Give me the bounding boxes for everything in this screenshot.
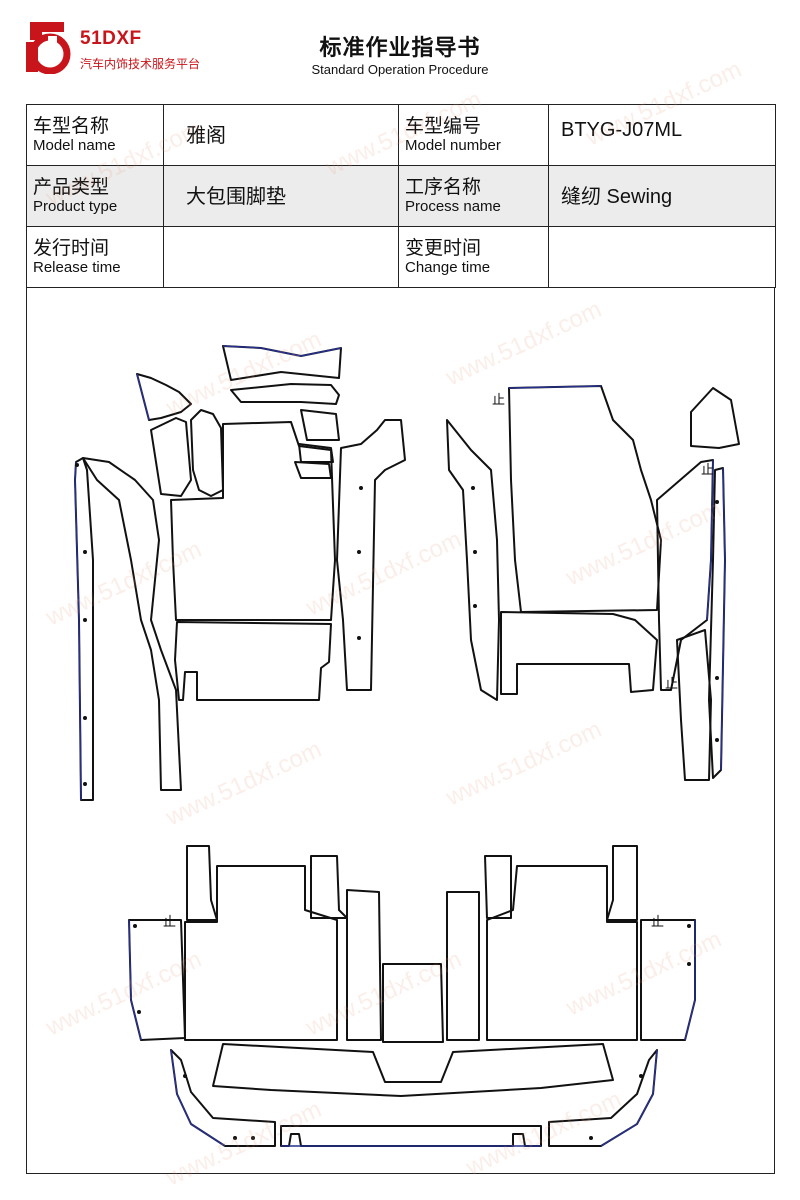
rear-mat — [212, 1043, 614, 1097]
right-main-mat — [508, 385, 662, 613]
right-lower-side — [676, 629, 712, 781]
model-number-value: BTYG-J07ML — [548, 104, 776, 166]
top-left-pad-3 — [190, 409, 224, 497]
bottom-left-pillar — [186, 845, 218, 921]
right-lower-mat — [500, 611, 658, 695]
value-text: 大包围脚垫 — [186, 184, 286, 208]
label-zh: 车型编号 — [405, 115, 482, 137]
info-table: 车型名称 Model name 雅阁 车型编号 Model number BTY… — [26, 104, 776, 288]
brand-name: 51DXF — [80, 28, 142, 49]
value-text: BTYG-J07ML — [561, 119, 683, 141]
bottom-right-side — [640, 919, 696, 1041]
rear-left-wing — [170, 1049, 276, 1147]
label-en: Product type — [33, 198, 118, 215]
bottom-center-mat — [382, 963, 444, 1043]
bottom-right-mat — [486, 865, 638, 1041]
process-name-label: 工序名称 Process name — [398, 165, 549, 227]
label-zh: 变更时间 — [405, 237, 482, 259]
stop-mark: 止 — [701, 463, 714, 478]
top-center-pad-5 — [294, 461, 332, 479]
product-type-label: 产品类型 Product type — [26, 165, 164, 227]
document-title: 标准作业指导书 — [319, 36, 481, 61]
product-type-value: 大包围脚垫 — [163, 165, 399, 227]
label-zh: 发行时间 — [33, 237, 110, 259]
left-side-strip — [74, 457, 94, 801]
top-center-pad-4 — [298, 443, 334, 463]
left-tunnel-strip — [336, 419, 406, 691]
rear-center-strip — [280, 1125, 542, 1147]
bottom-right-inner — [484, 855, 512, 919]
bottom-right-tunnel — [446, 891, 480, 1041]
bottom-left-mat — [184, 865, 338, 1041]
label-en: Release time — [33, 259, 121, 276]
bottom-right-pillar — [606, 845, 638, 921]
left-lower-mat — [174, 621, 332, 701]
bottom-left-inner — [310, 855, 348, 919]
model-number-label: 车型编号 Model number — [398, 104, 549, 166]
label-zh: 产品类型 — [33, 176, 110, 198]
brand-tagline: 汽车内饰技术服务平台 — [80, 57, 201, 71]
change-time-value — [548, 226, 776, 288]
left-main-mat — [170, 421, 336, 621]
label-en: Process name — [405, 198, 501, 215]
label-en: Model number — [405, 137, 501, 154]
info-row: 产品类型 Product type 大包围脚垫 工序名称 Process nam… — [26, 165, 776, 227]
value-text: 缝纫 Sewing — [561, 186, 673, 208]
value-text: 雅阁 — [186, 123, 226, 147]
right-top-pad — [690, 387, 740, 449]
left-side-panel — [82, 457, 182, 791]
bottom-left-side — [128, 919, 186, 1041]
top-center-pad-3 — [300, 409, 340, 441]
label-zh: 工序名称 — [405, 176, 482, 198]
label-en: Model name — [33, 137, 116, 154]
top-left-pad-1 — [136, 373, 192, 421]
stop-mark: 止 — [665, 677, 678, 692]
info-row: 发行时间 Release time 变更时间 Change time — [26, 226, 776, 288]
stop-mark: 止 — [651, 915, 664, 930]
pattern-drawing-area: 止 止 止 止 止 — [26, 288, 775, 1174]
bottom-left-tunnel — [346, 889, 382, 1041]
label-zh: 车型名称 — [33, 115, 110, 137]
change-time-label: 变更时间 Change time — [398, 226, 549, 288]
brand-logo: 51DXF 汽车内饰技术服务平台 — [22, 14, 242, 76]
logo-mark-icon — [26, 22, 71, 74]
rear-right-wing — [548, 1049, 658, 1147]
document-subtitle: Standard Operation Procedure — [311, 62, 489, 77]
release-time-value — [163, 226, 399, 288]
right-tunnel-strip — [446, 419, 500, 701]
info-row: 车型名称 Model name 雅阁 车型编号 Model number BTY… — [26, 104, 776, 166]
stop-mark: 止 — [492, 393, 505, 408]
stop-mark: 止 — [163, 915, 176, 930]
right-side-panel — [656, 459, 714, 691]
top-center-pad-2 — [230, 383, 340, 405]
top-left-pad-2 — [150, 417, 192, 497]
document-header: 51DXF 汽车内饰技术服务平台 标准作业指导书 Standard Operat… — [0, 0, 800, 100]
label-en: Change time — [405, 259, 491, 276]
release-time-label: 发行时间 Release time — [26, 226, 164, 288]
